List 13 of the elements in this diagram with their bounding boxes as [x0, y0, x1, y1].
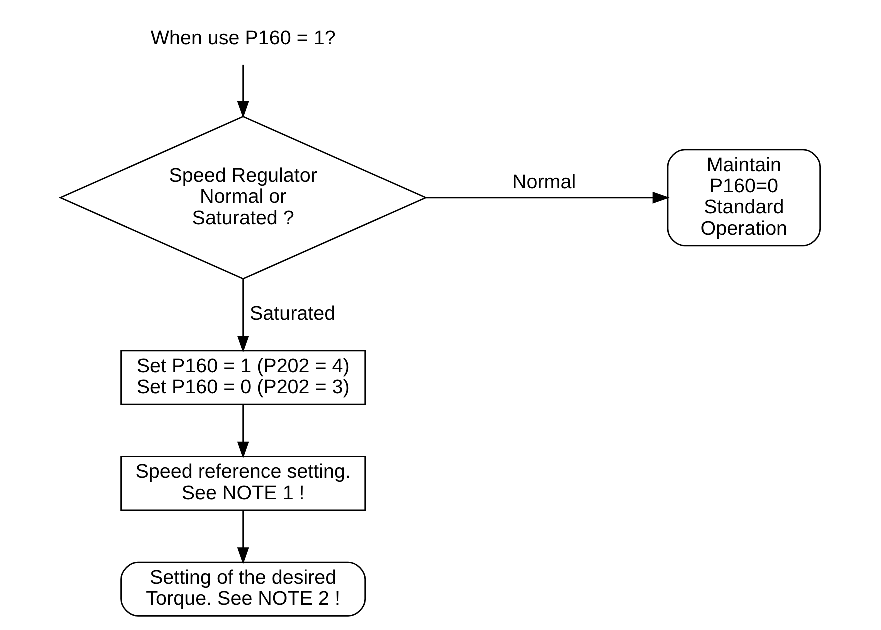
node-box: Speed reference setting. See NOTE 1 !: [120, 456, 366, 512]
edge-label: Saturated: [250, 303, 336, 326]
node-box: Setting of the desired Torque. See NOTE 2 !: [120, 562, 366, 617]
arrow: [426, 192, 670, 204]
arrow: [237, 510, 250, 565]
node-text: When use P160 = 1?: [150, 27, 336, 50]
arrow: [237, 64, 250, 118]
arrow: [237, 279, 250, 353]
node-box: Maintain P160=0 Standard Operation: [667, 149, 822, 247]
edge-label: Normal: [512, 171, 576, 194]
node-diamond: Speed Regulator Normal or Saturated ?: [58, 116, 428, 280]
arrow: [237, 404, 250, 459]
node-box: Set P160 = 1 (P202 = 4) Set P160 = 0 (P202 = 3): [120, 350, 366, 406]
